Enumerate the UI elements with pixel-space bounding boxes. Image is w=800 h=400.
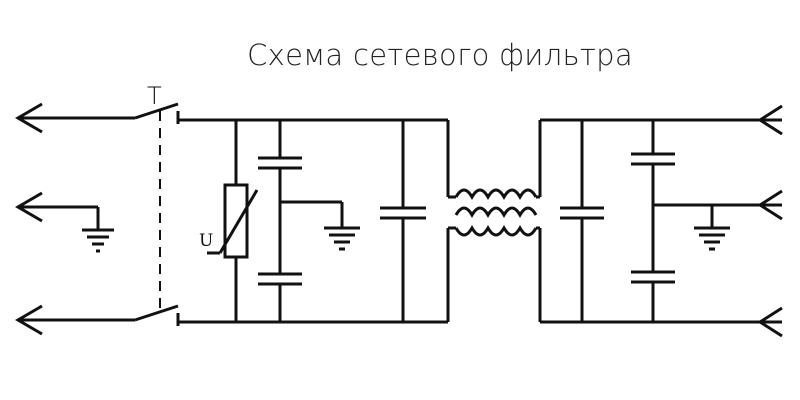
top-bus-right — [538, 118, 782, 197]
top-bus-left — [236, 118, 450, 197]
left-terminal-line-top — [15, 102, 135, 134]
switch-label: Т — [147, 82, 162, 110]
bottom-bus-left — [236, 228, 450, 324]
ground-tap-left — [280, 200, 344, 228]
varistor — [207, 120, 259, 322]
capacitor-y2-left — [258, 272, 302, 322]
varistor-label: U — [199, 231, 213, 251]
capacitor-y1-right — [631, 120, 675, 272]
capacitor-x-right — [560, 120, 604, 322]
switch-top-pole — [134, 102, 236, 124]
diagram-title: Схема сетевого фильтра — [247, 38, 633, 72]
right-terminal-ground — [757, 189, 783, 221]
ground-symbol-center-left — [324, 226, 360, 251]
capacitor-y1-left — [258, 120, 302, 274]
switch-bottom-pole — [134, 304, 236, 326]
bottom-bus-right — [538, 228, 782, 324]
right-terminal-line-top — [757, 104, 783, 136]
right-terminal-line-bottom — [757, 306, 783, 338]
capacitor-x-left — [380, 120, 426, 322]
ground-symbol-left — [82, 228, 114, 253]
capacitor-y2-right — [631, 270, 675, 322]
left-terminal-ground — [15, 191, 100, 230]
common-mode-choke — [448, 188, 540, 237]
left-terminal-line-bottom — [15, 304, 135, 336]
ground-symbol-right — [694, 226, 730, 251]
